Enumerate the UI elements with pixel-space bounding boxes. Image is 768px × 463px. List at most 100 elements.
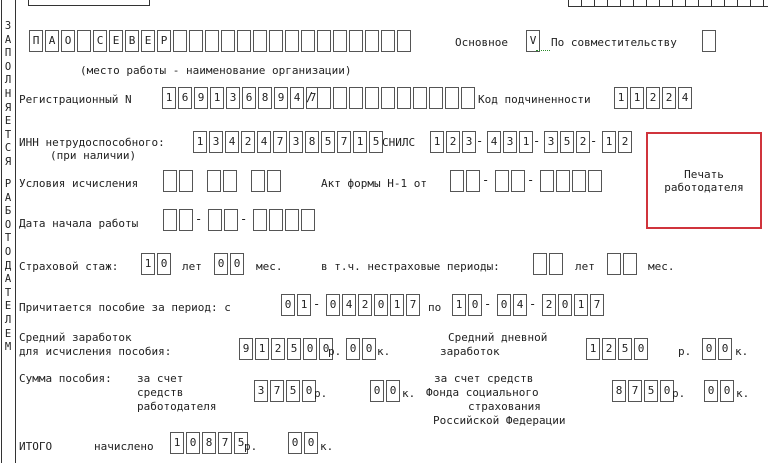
digit-cell[interactable]: 5 [369, 131, 383, 153]
digit-cell[interactable]: 2 [602, 338, 616, 360]
digit-cell[interactable]: 1 [297, 294, 311, 316]
empty-cell[interactable] [623, 253, 637, 275]
empty-cell[interactable] [495, 170, 509, 192]
start-date-day[interactable] [163, 209, 195, 231]
digit-cell[interactable] [221, 30, 235, 52]
digit-cell[interactable]: 0 [468, 294, 482, 316]
digit-cell[interactable]: 3 [254, 380, 268, 402]
digit-cell[interactable] [269, 30, 283, 52]
empty-cell[interactable] [163, 170, 177, 192]
empty-cell[interactable] [349, 87, 363, 109]
digit-cell[interactable]: 2 [646, 87, 660, 109]
digit-cell[interactable]: 0 [704, 380, 718, 402]
digit-cell[interactable] [333, 30, 347, 52]
empty-cell[interactable] [556, 170, 570, 192]
digit-cell[interactable]: А [45, 30, 59, 52]
digit-cell[interactable]: В [125, 30, 139, 52]
digit-cell[interactable]: 1 [614, 87, 628, 109]
digit-cell[interactable]: 8 [202, 432, 216, 454]
start-date-year[interactable] [253, 209, 317, 231]
digit-cell[interactable]: 0 [157, 253, 171, 275]
digit-cell[interactable]: 0 [281, 294, 295, 316]
digit-cell[interactable]: 2 [618, 131, 632, 153]
start-date-month[interactable] [208, 209, 240, 231]
digit-cell[interactable]: 8 [258, 87, 272, 109]
digit-cell[interactable]: 5 [560, 131, 574, 153]
empty-cell[interactable] [207, 170, 221, 192]
digit-cell[interactable]: 8 [612, 380, 626, 402]
digit-cell[interactable]: 5 [321, 131, 335, 153]
empty-cell[interactable] [607, 253, 621, 275]
empty-cell[interactable] [269, 209, 283, 231]
digit-cell[interactable]: 0 [186, 432, 200, 454]
digit-cell[interactable] [205, 30, 219, 52]
digit-cell[interactable]: 7 [270, 380, 284, 402]
empty-cell[interactable] [301, 209, 315, 231]
digit-cell[interactable]: 0 [346, 338, 360, 360]
digit-cell[interactable]: 4 [487, 131, 501, 153]
digit-cell[interactable] [381, 30, 395, 52]
empty-cell[interactable] [511, 170, 525, 192]
empty-cell[interactable] [179, 170, 193, 192]
digit-cell[interactable]: 1 [452, 294, 466, 316]
empty-cell[interactable] [533, 253, 547, 275]
empty-cell[interactable] [381, 87, 395, 109]
digit-cell[interactable]: 1 [586, 338, 600, 360]
digit-cell[interactable]: 0 [230, 253, 244, 275]
act-date-month[interactable] [495, 170, 527, 192]
digit-cell[interactable]: 0 [302, 380, 316, 402]
digit-cell[interactable]: 5 [286, 380, 300, 402]
digit-cell[interactable]: Р [157, 30, 171, 52]
digit-cell[interactable] [189, 30, 203, 52]
digit-cell[interactable]: 1 [162, 87, 176, 109]
digit-cell[interactable]: 1 [193, 131, 207, 153]
digit-cell[interactable]: 5 [234, 432, 248, 454]
digit-cell[interactable]: 0 [720, 380, 734, 402]
digit-cell[interactable]: 0 [326, 294, 340, 316]
digit-cell[interactable]: Е [109, 30, 123, 52]
empty-cell[interactable] [267, 170, 281, 192]
digit-cell[interactable]: 3 [209, 131, 223, 153]
digit-cell[interactable]: 7 [337, 131, 351, 153]
empty-cell[interactable] [179, 209, 193, 231]
empty-cell[interactable] [208, 209, 222, 231]
digit-cell[interactable]: 0 [288, 432, 302, 454]
empty-cell[interactable] [251, 170, 265, 192]
calc-condition-3[interactable] [251, 170, 283, 192]
empty-cell[interactable] [588, 170, 602, 192]
digit-cell[interactable]: 0 [214, 253, 228, 275]
digit-cell[interactable]: 1 [430, 131, 444, 153]
digit-cell[interactable]: 1 [255, 338, 269, 360]
digit-cell[interactable]: 2 [446, 131, 460, 153]
digit-cell[interactable]: 7 [406, 294, 420, 316]
digit-cell[interactable] [301, 30, 315, 52]
main-job-checkbox[interactable]: V [526, 30, 542, 52]
empty-cell[interactable] [224, 209, 238, 231]
digit-cell[interactable]: 2 [271, 338, 285, 360]
digit-cell[interactable] [173, 30, 187, 52]
empty-cell[interactable] [333, 87, 347, 109]
digit-cell[interactable]: 5 [618, 338, 632, 360]
digit-cell[interactable]: 7 [218, 432, 232, 454]
empty-cell[interactable] [365, 87, 379, 109]
non-insurance-months-cells[interactable] [607, 253, 639, 275]
digit-cell[interactable]: 1 [210, 87, 224, 109]
main-job-mark[interactable]: V [526, 30, 540, 52]
digit-cell[interactable]: П [29, 30, 43, 52]
act-date-year[interactable] [540, 170, 604, 192]
digit-cell[interactable]: Е [141, 30, 155, 52]
digit-cell[interactable]: 4 [290, 87, 304, 109]
digit-cell[interactable]: 0 [304, 432, 318, 454]
empty-cell[interactable] [549, 253, 563, 275]
